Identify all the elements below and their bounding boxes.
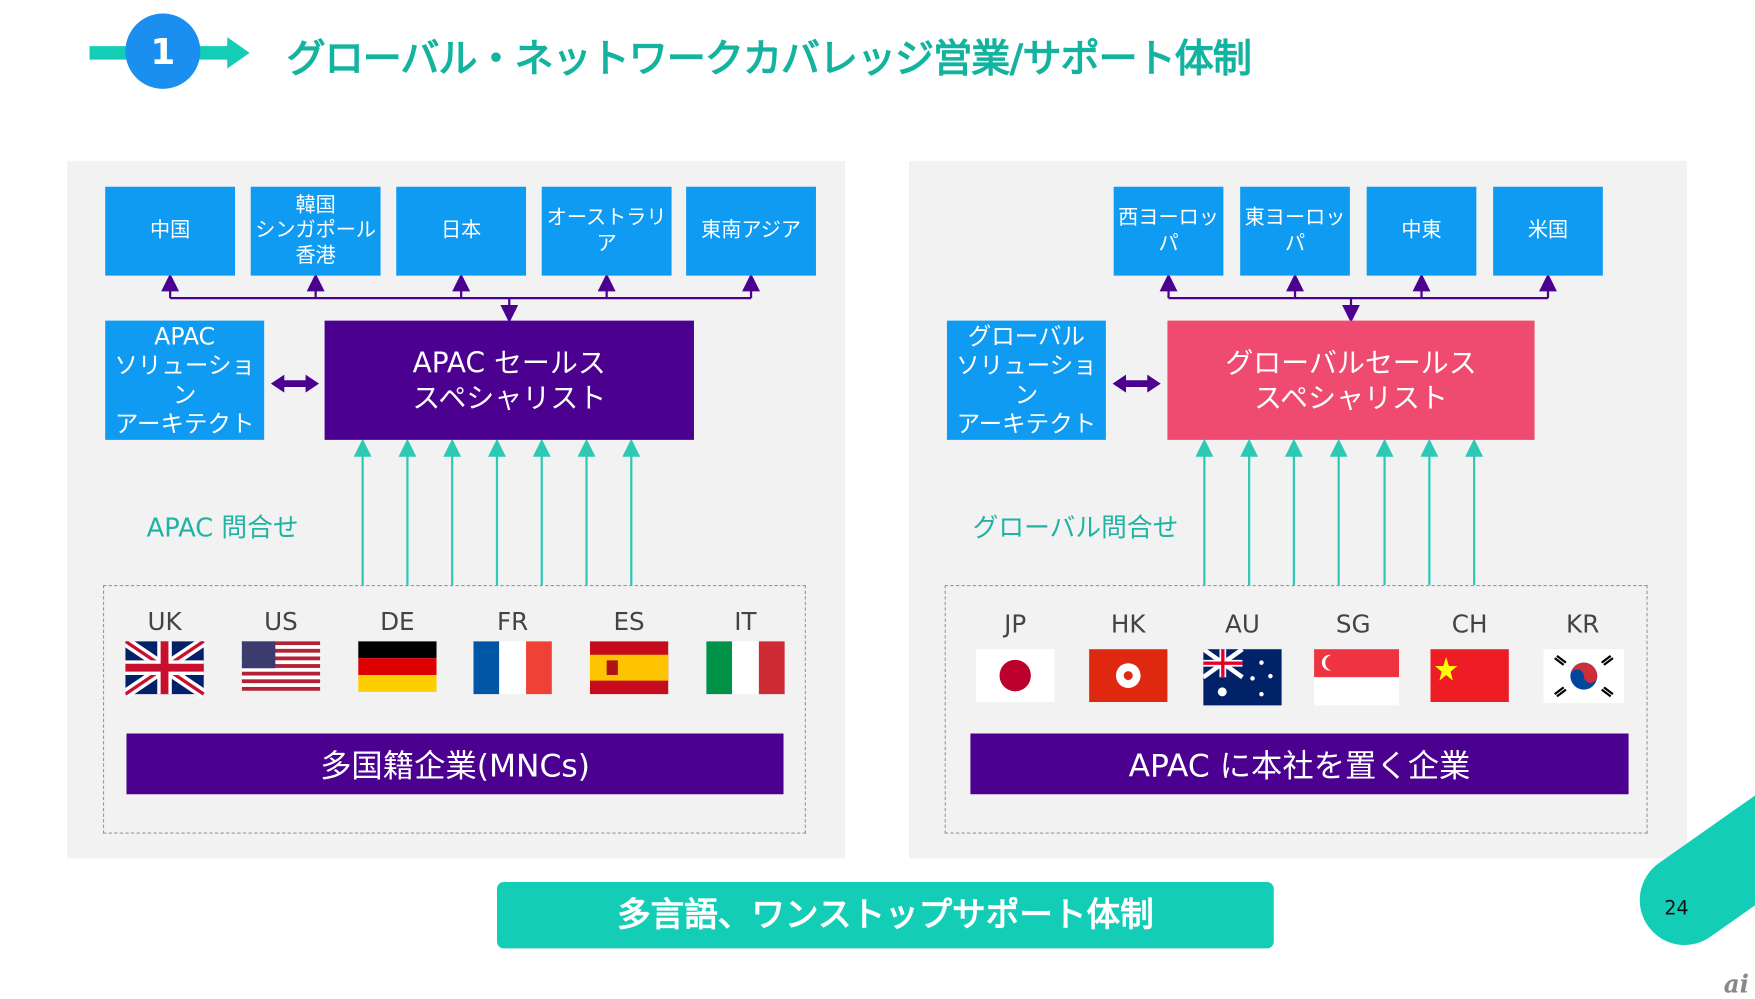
flag-us-icon bbox=[241, 641, 327, 704]
country-label: ES bbox=[613, 608, 645, 637]
left-specialist-box: APAC セールス スペシャリスト bbox=[324, 320, 694, 440]
left-customer-bar: 多国籍企業(MNCs) bbox=[126, 733, 784, 795]
region-box: 東ヨーロッパ bbox=[1240, 186, 1350, 276]
country-label: KR bbox=[1566, 610, 1600, 639]
header-line bbox=[89, 46, 135, 60]
left-customer-group bbox=[102, 585, 806, 834]
bidirectional-arrow-head bbox=[1112, 374, 1161, 393]
country-label: SG bbox=[1335, 610, 1371, 639]
page-title: グローバル・ネットワークカバレッジ営業/サポート体制 bbox=[286, 37, 1252, 83]
flag-kr-icon bbox=[1543, 649, 1629, 712]
country-label: IT bbox=[734, 608, 757, 637]
region-box: 米国 bbox=[1493, 186, 1603, 276]
region-box: 西ヨーロッパ bbox=[1113, 186, 1224, 276]
country-label: HK bbox=[1110, 610, 1146, 639]
right-customer-bar: APAC に本社を置く企業 bbox=[970, 733, 1629, 795]
step-badge: 1 bbox=[125, 13, 201, 89]
left-inquiry-label: APAC 問合せ bbox=[146, 514, 299, 544]
step-arrow-head-icon bbox=[227, 37, 250, 69]
flag-de-icon bbox=[358, 641, 443, 704]
right-inquiry-label: グローバル問合せ bbox=[972, 514, 1179, 544]
country-label: CH bbox=[1451, 610, 1488, 639]
region-box: オーストラリア bbox=[541, 186, 672, 276]
country-label: FR bbox=[496, 608, 529, 637]
step-number: 1 bbox=[150, 29, 176, 73]
region-box: 東南アジア bbox=[686, 186, 816, 276]
right-customer-group bbox=[944, 585, 1648, 834]
flag-jp-icon bbox=[976, 649, 1061, 712]
right-architect-box: グローバル ソリューション アーキテクト bbox=[946, 320, 1106, 440]
country-label: AU bbox=[1224, 610, 1260, 639]
country-label: UK bbox=[147, 608, 182, 637]
flag-uk-icon bbox=[122, 637, 210, 704]
footer-banner: 多言語、ワンストップサポート体制 bbox=[496, 882, 1274, 949]
publisher-logo: ai bbox=[1723, 969, 1750, 999]
page-number: 24 bbox=[1664, 897, 1689, 921]
left-architect-box: APAC ソリューション アーキテクト bbox=[105, 320, 265, 440]
right-specialist-box: グローバルセールス スペシャリスト bbox=[1167, 320, 1535, 440]
country-label: JP bbox=[1004, 610, 1027, 639]
region-box: 日本 bbox=[396, 186, 527, 276]
flag-hk-icon bbox=[1089, 649, 1174, 712]
bidirectional-arrow-head bbox=[270, 374, 320, 393]
region-box: 韓国 シンガポール 香港 bbox=[250, 186, 381, 276]
country-label: DE bbox=[380, 608, 415, 637]
flag-au-icon bbox=[1201, 647, 1288, 712]
region-box: 中東 bbox=[1366, 186, 1477, 276]
flag-it-icon bbox=[706, 641, 791, 704]
country-label: US bbox=[264, 608, 298, 637]
flag-fr-icon bbox=[473, 641, 558, 704]
region-box: 中国 bbox=[105, 186, 236, 276]
flag-es-icon bbox=[589, 641, 675, 704]
step-arrow-icon bbox=[195, 46, 230, 60]
flag-ch-icon bbox=[1430, 649, 1515, 712]
flag-sg-icon bbox=[1314, 649, 1400, 712]
